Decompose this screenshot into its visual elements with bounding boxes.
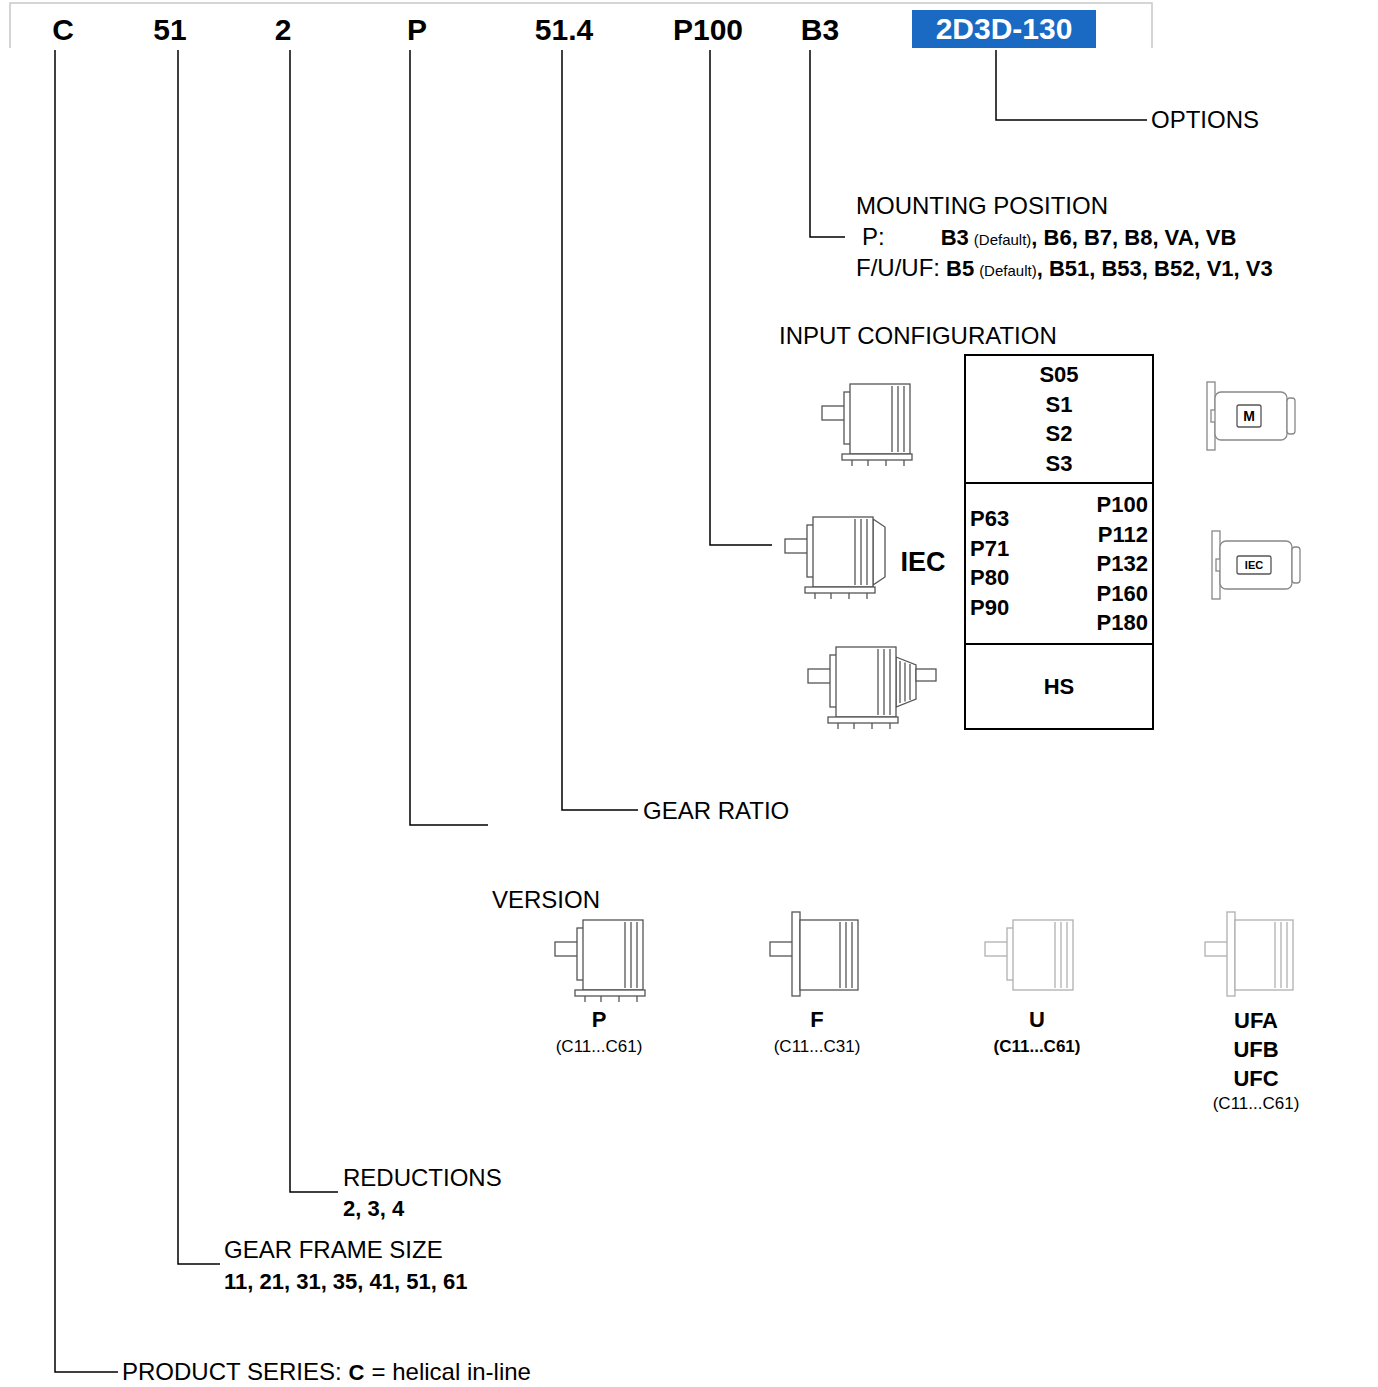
gearbox-icon (770, 912, 858, 996)
label-text: C (349, 1360, 365, 1386)
label-row: U (1029, 1007, 1045, 1033)
size-list: P100 P112 P132 P160 P180 (1097, 490, 1148, 638)
label-row: P (407, 13, 427, 47)
option-code: 2D3D-130 (936, 12, 1073, 46)
gearbox-icon (985, 920, 1073, 990)
label-text: (C11...C61) (994, 1037, 1081, 1057)
label-row: PRODUCT SERIES: C = helical in-line (122, 1358, 531, 1386)
label-text: B3 (801, 13, 839, 47)
label-text: M (1243, 408, 1255, 424)
label-text: GEAR RATIO (643, 797, 789, 825)
label-text: 2, 3, 4 (343, 1196, 404, 1222)
gearbox-icon (822, 384, 912, 466)
label-text: (C11...C61) (1213, 1094, 1300, 1114)
label-text: VERSION (492, 886, 600, 914)
label-text: B3 (941, 225, 969, 251)
label-text: P (407, 13, 427, 47)
motor-icon (1207, 382, 1295, 450)
label-text: 11, 21, 31, 35, 41, 51, 61 (224, 1269, 467, 1295)
leader-line (290, 50, 338, 1192)
label-row: OPTIONS (1151, 106, 1259, 134)
label-row: VERSION (492, 886, 600, 914)
label-row: B3 (801, 13, 839, 47)
leader-line (810, 50, 845, 237)
label-row: M (1243, 408, 1255, 424)
label-row: F (810, 1007, 823, 1033)
label-row: P100 (673, 13, 743, 47)
label-row: IEC (1245, 559, 1263, 571)
label-row: P: B3 (Default), B6, B7, B8, VA, VB (862, 223, 1236, 251)
label-text: (Default) (979, 262, 1037, 279)
label-row: C (52, 13, 74, 47)
label-text: , B51, B53, B52, V1, V3 (1037, 256, 1273, 282)
label-text: REDUCTIONS (343, 1164, 502, 1192)
label-text: PRODUCT SERIES: (122, 1358, 342, 1386)
leader-line (996, 50, 1147, 120)
table-cell: S05 S1 S2 S3 (966, 356, 1152, 482)
label-text: GEAR FRAME SIZE (224, 1236, 443, 1264)
label-row: 11, 21, 31, 35, 41, 51, 61 (224, 1269, 467, 1295)
label-text: F (810, 1007, 823, 1033)
leader-line (178, 50, 220, 1264)
label-text: IEC (900, 547, 945, 578)
label-text: MOUNTING POSITION (856, 192, 1108, 220)
label-text: P (592, 1007, 607, 1033)
label-row: GEAR FRAME SIZE (224, 1236, 443, 1264)
label-row: (C11...C31) (774, 1037, 861, 1057)
label-text: , B6, B7, B8, VA, VB (1031, 225, 1236, 251)
label-text: (C11...C61) (556, 1037, 643, 1057)
label-text: P: (862, 223, 885, 251)
gearbox-icon (555, 920, 645, 1002)
gearbox-icon (808, 647, 936, 729)
label-row: 2 (275, 13, 292, 47)
label-row: 2, 3, 4 (343, 1196, 404, 1222)
leader-line (562, 50, 638, 810)
label-row: GEAR RATIO (643, 797, 789, 825)
label-text: C (52, 13, 74, 47)
leader-line (410, 50, 488, 825)
table-cell: P63 P71 P80 P90 P100 P112 P132 P160 P180 (966, 482, 1152, 643)
motor-icon (1212, 531, 1300, 599)
size-list: P63 P71 P80 P90 (970, 504, 1009, 622)
label-text: (Default) (974, 231, 1032, 248)
table-cell: HS (966, 643, 1152, 728)
label-text: F/U/UF: (856, 254, 940, 282)
label-row: (C11...C61) (556, 1037, 643, 1057)
label-row: P (592, 1007, 607, 1033)
gearbox-icon (785, 517, 885, 599)
label-text: 2 (275, 13, 292, 47)
table-heading: INPUT CONFIGURATION (779, 322, 1057, 350)
label-text: P100 (673, 13, 743, 47)
input-code: HS (1044, 672, 1075, 702)
gearbox-icon (1205, 912, 1293, 996)
input-code: S05 S1 S2 S3 (1039, 360, 1078, 478)
leader-line (710, 50, 772, 545)
input-table: S05 S1 S2 S3 P63 P71 P80 P90 P100 P112 P13… (964, 354, 1154, 730)
label-text: 51.4 (535, 13, 593, 47)
label-text: IEC (1245, 559, 1263, 571)
label-text: B5 (946, 256, 974, 282)
label-row: 51 (153, 13, 186, 47)
label-row: IEC (900, 547, 945, 578)
label-text: OPTIONS (1151, 106, 1259, 134)
label-row: (C11...C61) (1213, 1094, 1300, 1114)
label-text: (C11...C31) (774, 1037, 861, 1057)
label-text: = helical in-line (372, 1358, 531, 1386)
option-box: 2D3D-130 (912, 10, 1096, 48)
label-row: MOUNTING POSITION (856, 192, 1108, 220)
label-text: U (1029, 1007, 1045, 1033)
label-text: UFA UFB UFC (1233, 1006, 1278, 1093)
label-row: F/U/UF:B5 (Default), B51, B53, B52, V1, V… (856, 254, 1273, 282)
leader-line (55, 50, 118, 1372)
label-row: REDUCTIONS (343, 1164, 502, 1192)
label-row: (C11...C61) (994, 1037, 1081, 1057)
label-text: 51 (153, 13, 186, 47)
header-frame (10, 3, 1152, 48)
label-row: 51.4 (535, 13, 593, 47)
label-row: UFA UFB UFC (1233, 1006, 1278, 1093)
